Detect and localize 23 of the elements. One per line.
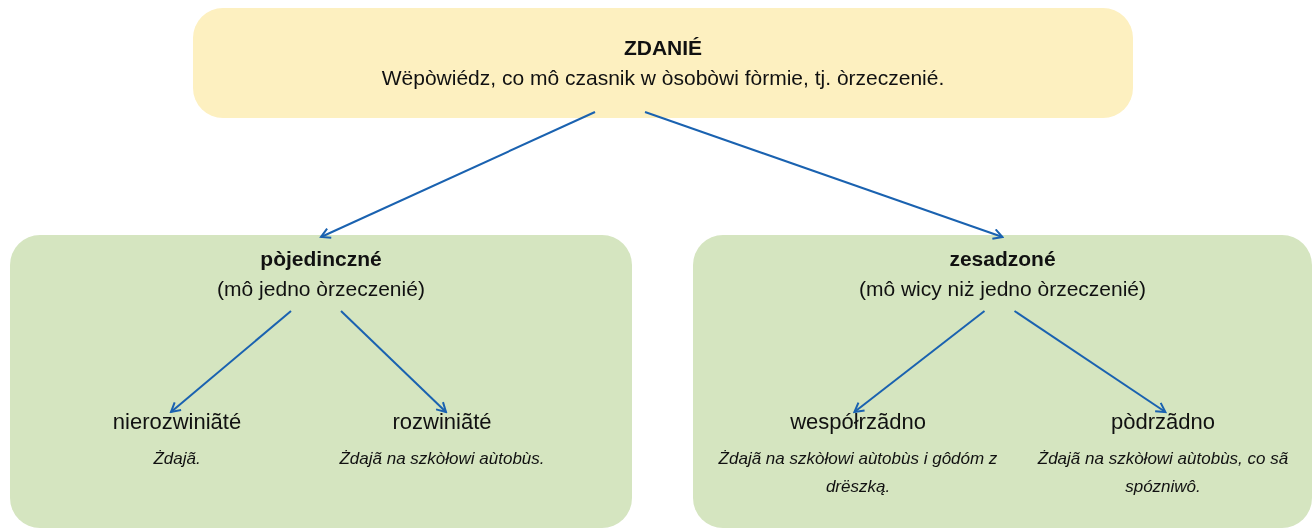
- category-label: wespółrzãdno: [790, 409, 926, 435]
- arrow: [170, 310, 292, 413]
- description: Wëpòwiédz, co mô czasnik w òsobòwi fòrmie, tj. òrzeczenié.: [381, 66, 945, 90]
- heading: ZDANIÉ: [623, 36, 703, 60]
- category-label: pòdrzãdno: [1111, 409, 1215, 435]
- arrow: [853, 310, 986, 413]
- heading: pòjedinczné: [260, 247, 382, 271]
- heading: zesadzoné: [949, 247, 1056, 271]
- arrow: [1013, 310, 1167, 413]
- arrow: [644, 111, 1004, 240]
- arrow: [340, 310, 447, 413]
- category-label: rozwiniãté: [392, 409, 492, 435]
- description: (mô wicy niż jedno òrzeczenié): [858, 277, 1147, 301]
- category-box: [693, 235, 1312, 528]
- example-sentence: Żdajã na szkòłowi aùtobùs.: [339, 448, 545, 470]
- category-box: [10, 235, 632, 528]
- example-sentence: Żdajã na szkòłowi aùtobùs, co sã spózniwô.: [1036, 448, 1290, 498]
- arrow: [320, 111, 596, 239]
- example-sentence: Żdajã na szkòłowi aùtobùs i gôdóm z drëszką.: [717, 448, 999, 498]
- category-box: [193, 8, 1133, 118]
- description: (mô jedno òrzeczenié): [217, 277, 425, 301]
- example-sentence: Żdajã.: [153, 448, 201, 470]
- category-label: nierozwiniãté: [112, 409, 242, 435]
